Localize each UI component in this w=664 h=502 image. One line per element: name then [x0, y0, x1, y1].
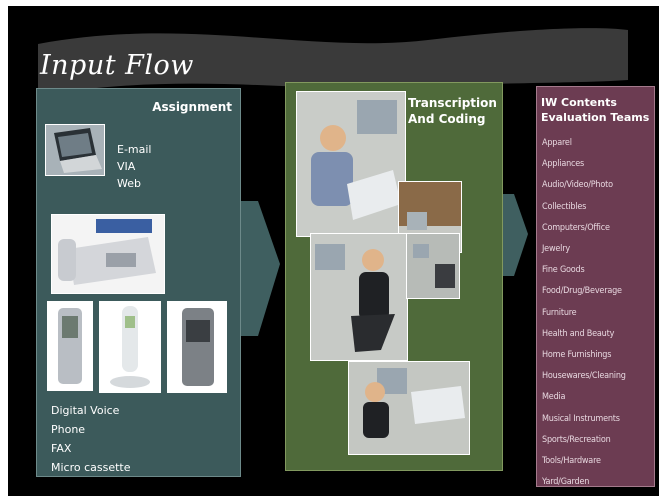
electronic-inputs: E-mail VIA Web — [117, 141, 152, 192]
input-phone: Phone — [51, 423, 86, 436]
input-micro-cassette: Micro cassette — [51, 461, 131, 474]
transcriber-photo-1 — [296, 91, 406, 237]
evaluation-team-item: Audio/Video/Photo — [542, 180, 613, 191]
transcriber-photo-2 — [310, 233, 408, 361]
laptop-photo — [45, 124, 105, 176]
transcription-arrow — [500, 194, 528, 276]
evaluation-team-item: Home Furnishings — [542, 350, 612, 361]
input-via: VIA — [117, 160, 136, 173]
evaluation-team-item: Health and Beauty — [542, 328, 615, 339]
transcriber-photo-3 — [348, 361, 470, 455]
evaluation-team-item: Housewares/Cleaning — [542, 371, 626, 382]
evaluation-team-item: Musical Instruments — [542, 413, 620, 424]
evaluation-team-item: Appliances — [542, 159, 585, 170]
assignment-heading: Assignment — [152, 100, 232, 114]
evaluation-team-item: Computers/Office — [542, 222, 610, 233]
device-inputs: Digital Voice Phone FAX Micro cassette — [51, 401, 131, 477]
evaluation-heading-line1: IW Contents — [541, 96, 617, 109]
transcription-panel: Transcription And Coding — [285, 82, 503, 471]
evaluation-heading: IW Contents Evaluation Teams — [541, 95, 649, 125]
transcription-heading-line1: Transcription — [408, 96, 497, 110]
workstations-photo — [406, 233, 460, 299]
evaluation-team-item: Fine Goods — [542, 265, 585, 276]
evaluation-team-item: Tools/Hardware — [542, 456, 601, 467]
input-web: Web — [117, 177, 141, 190]
cordless-phone-photo — [99, 301, 161, 393]
evaluation-heading-line2: Evaluation Teams — [541, 111, 650, 124]
input-fax: FAX — [51, 442, 72, 455]
evaluation-team-item: Food/Drug/Beverage — [542, 286, 622, 297]
evaluation-team-item: Yard/Garden — [542, 477, 590, 488]
slide-title: Input Flow — [40, 50, 194, 81]
evaluation-team-item: Furniture — [542, 307, 577, 318]
input-digital-voice: Digital Voice — [51, 404, 120, 417]
transcription-heading-line2: And Coding — [408, 112, 486, 126]
transcription-heading: Transcription And Coding — [408, 95, 500, 127]
assignment-arrow — [236, 201, 280, 336]
background-graphics — [38, 28, 628, 336]
evaluation-team-item: Apparel — [542, 138, 572, 148]
fax-machine-photo — [51, 214, 165, 294]
slide: Input Flow Assignment E-mail VIA Web — [8, 6, 659, 496]
micro-cassette-photo — [167, 301, 227, 393]
title-band — [38, 28, 628, 96]
digital-voice-recorder-photo — [47, 301, 93, 391]
evaluation-team-item: Collectibles — [542, 201, 587, 212]
evaluation-team-item: Sports/Recreation — [542, 434, 611, 445]
assignment-panel: Assignment E-mail VIA Web — [36, 88, 241, 477]
input-email: E-mail — [117, 143, 152, 156]
evaluation-team-item: Media — [542, 392, 566, 403]
evaluation-team-item: Jewelry — [542, 244, 570, 255]
